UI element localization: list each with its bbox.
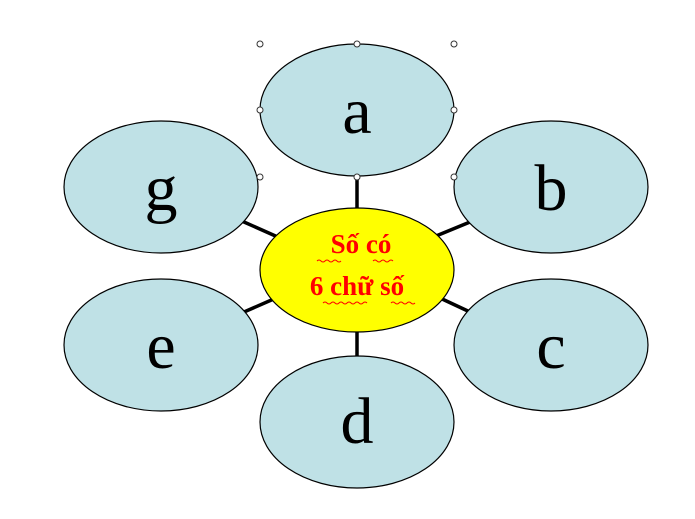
petal-label-g: g xyxy=(145,152,178,225)
petal-label-c: c xyxy=(536,310,565,383)
center-label-line2: 6 chữ số xyxy=(310,271,405,301)
selection-handles[interactable] xyxy=(256,40,458,181)
petal-g[interactable] xyxy=(63,120,259,254)
petal-label-e: e xyxy=(146,310,175,383)
connector-e xyxy=(242,296,278,314)
petal-label-d: d xyxy=(341,385,374,458)
handle-top-right[interactable] xyxy=(450,40,458,48)
handle-bottom-center[interactable] xyxy=(353,173,361,181)
handle-top-center[interactable] xyxy=(353,40,361,48)
connector-b xyxy=(434,220,472,238)
spellcheck-underlines xyxy=(316,259,416,305)
petal-label-b: b xyxy=(535,152,568,225)
center-ellipse[interactable] xyxy=(259,207,455,333)
handle-mid-left[interactable] xyxy=(256,106,264,114)
handle-bottom-left[interactable] xyxy=(256,173,264,181)
squiggle-so2 xyxy=(390,301,416,305)
connector-g xyxy=(242,220,282,240)
handle-top-left[interactable] xyxy=(256,40,264,48)
handle-bottom-right[interactable] xyxy=(450,173,458,181)
petal-d[interactable] xyxy=(259,355,455,489)
handle-mid-right[interactable] xyxy=(450,106,458,114)
connector-c xyxy=(438,296,472,314)
petal-label-a: a xyxy=(342,75,371,148)
squiggle-chu xyxy=(322,301,368,305)
petal-b[interactable] xyxy=(453,120,649,254)
squiggle-co xyxy=(372,259,394,263)
connectors xyxy=(242,174,472,360)
petals xyxy=(63,43,649,489)
center-label-line1: Số có xyxy=(331,229,392,259)
petal-c[interactable] xyxy=(453,278,649,412)
petal-e[interactable] xyxy=(63,278,259,412)
squiggle-so xyxy=(316,259,342,263)
